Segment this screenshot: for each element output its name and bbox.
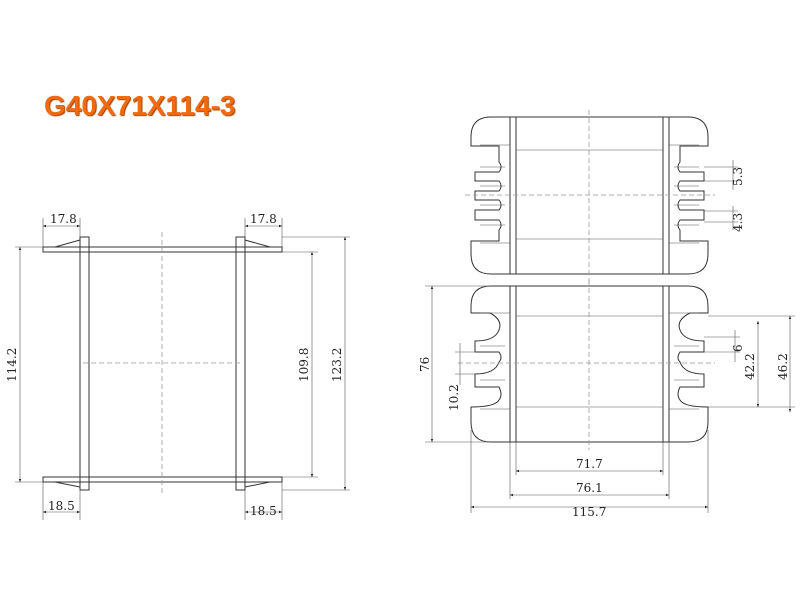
dim-top-right-flange: 17.8	[250, 212, 277, 226]
dim-slot-pitch: 5.3	[731, 167, 745, 186]
top-view: 5.3 4.3	[465, 110, 745, 285]
part-number-title: G40X71X114-3	[44, 90, 236, 121]
dim-inner-width: 71.7	[576, 457, 603, 471]
dim-slot: 10.2	[447, 384, 461, 411]
dim-height: 76	[418, 357, 432, 372]
dim-height-left: 114.2	[5, 348, 19, 382]
dim-inner-span: 42.2	[743, 353, 757, 380]
dim-top-left-flange: 17.8	[50, 212, 77, 226]
dim-bottom-left-flange: 18.5	[48, 499, 75, 513]
side-view: 17.8 17.8 18.5 18.5 114.2 109.8 123.2	[5, 212, 350, 520]
dim-height-inner: 109.8	[297, 348, 311, 382]
dim-bottom-right-flange: 18.5	[250, 504, 277, 518]
bottom-view: 76 10.2 6 42.2 46.2 71.7 76.1 115.7	[418, 280, 795, 519]
dim-fin-width: 4.3	[731, 213, 745, 232]
dim-overall-width: 115.7	[572, 505, 606, 519]
dim-height-outer: 123.2	[330, 348, 344, 382]
dim-plate-width: 76.1	[576, 481, 603, 495]
dim-gap: 6	[731, 344, 745, 352]
dim-outer-span: 46.2	[776, 353, 790, 380]
